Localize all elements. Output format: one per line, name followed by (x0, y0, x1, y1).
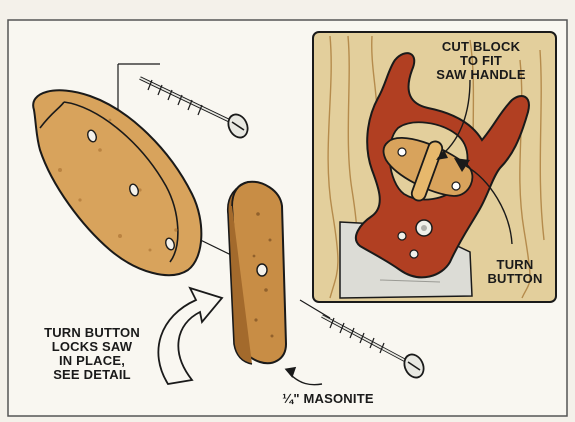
locks-saw-label: TURN BUTTON LOCKS SAW IN PLACE, SEE DETA… (28, 326, 156, 382)
masonite-label: ¼" MASONITE (264, 392, 392, 406)
turn-button-label: TURN BUTTON (486, 258, 544, 286)
masonite-turn-button (228, 182, 286, 364)
cut-block-label: CUT BLOCK TO FIT SAW HANDLE (420, 40, 542, 82)
